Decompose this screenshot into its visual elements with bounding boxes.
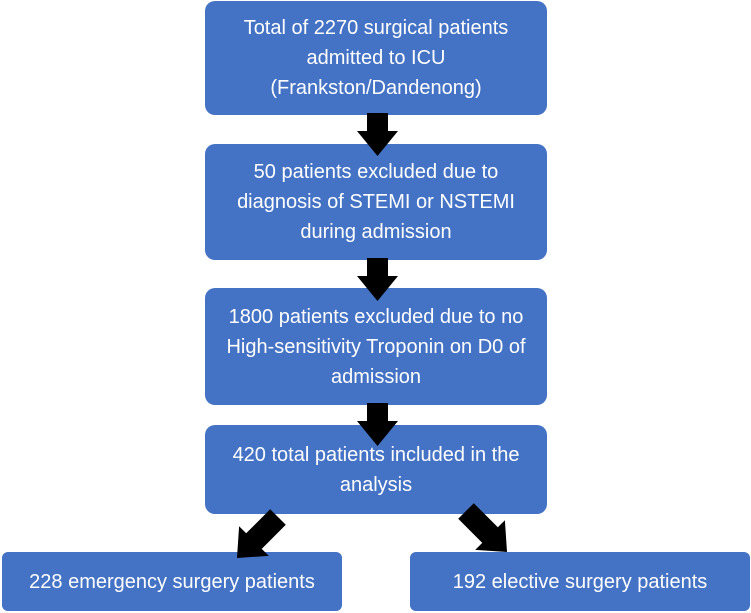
down-arrow-2 — [357, 258, 398, 301]
diagonal-arrow-right — [458, 503, 508, 553]
step-text-excluded-stemi: 50 patients excluded due to diagnosis of… — [237, 161, 515, 243]
step-text-excluded-troponin: 1800 patients excluded due to no High-se… — [226, 305, 526, 388]
down-arrow-3 — [357, 403, 398, 446]
step-text-total-admitted: Total of 2270 surgical patients admitted… — [243, 17, 509, 99]
outcome-text-emergency: 228 emergency surgery patients — [29, 570, 315, 593]
outcome-text-elective: 192 elective surgery patients — [452, 570, 708, 593]
step-box-excluded-stemi: 50 patients excluded due to diagnosis of… — [205, 144, 547, 260]
step-box-total-admitted: Total of 2270 surgical patients admitted… — [205, 1, 547, 115]
outcome-box-elective: 192 elective surgery patients — [410, 552, 750, 611]
down-arrow-1 — [357, 113, 398, 156]
step-box-excluded-troponin: 1800 patients excluded due to no High-se… — [205, 288, 547, 405]
diagonal-arrow-left — [236, 509, 286, 559]
outcome-box-emergency: 228 emergency surgery patients — [2, 552, 342, 611]
step-text-included: 420 total patients included in the analy… — [232, 443, 520, 496]
